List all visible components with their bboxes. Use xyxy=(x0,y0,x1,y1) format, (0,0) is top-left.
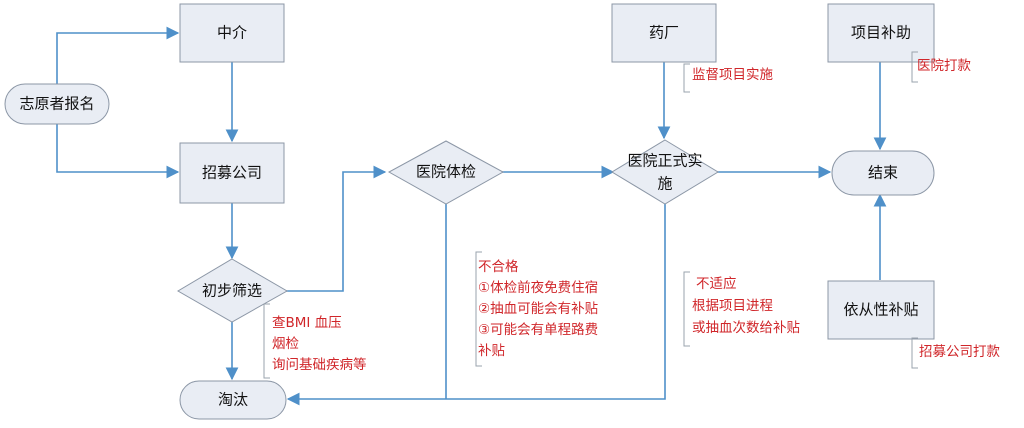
node-compliance-subsidy-label: 依从性补贴 xyxy=(843,301,918,319)
node-initial-screening[interactable]: 初步筛选 xyxy=(177,258,289,323)
node-agency-label: 中介 xyxy=(217,24,247,42)
node-pharma[interactable]: 药厂 xyxy=(611,3,717,63)
annotation-monitor-text: 监督项目实施 xyxy=(692,67,773,83)
annotation-recruiter-pay-text: 招募公司打款 xyxy=(919,343,1000,360)
node-recruitment-company[interactable]: 招募公司 xyxy=(179,142,285,204)
annotation-unqualified-line-5: 补贴 xyxy=(478,343,505,359)
edges xyxy=(56,26,887,406)
node-volunteer-signup[interactable]: 志原者报名 xyxy=(4,83,110,125)
annotation-screening-items: 查BMI 血压 烟检 询问基础疾病等 xyxy=(263,303,367,379)
annotation-screening-line-2: 烟检 xyxy=(272,336,299,352)
node-recruitment-company-label: 招募公司 xyxy=(202,164,262,182)
node-hospital-checkup[interactable]: 医院体检 xyxy=(387,140,505,205)
node-formal-implementation[interactable]: 医院正式实 施 xyxy=(611,139,719,205)
annotation-monitor: 监督项目实施 xyxy=(683,63,773,93)
node-end[interactable]: 结束 xyxy=(831,150,935,196)
node-formal-implementation-label-1: 医院正式实 xyxy=(627,152,702,170)
annotation-hospital-pay-text: 医院打款 xyxy=(917,57,971,74)
node-hospital-checkup-label: 医院体检 xyxy=(416,163,476,181)
node-eliminated[interactable]: 淘汰 xyxy=(179,380,287,420)
annotation-unqualified-line-1: 不合格 xyxy=(478,259,519,275)
annotation-unqualified-line-3: ②抽血可能会有补贴 xyxy=(478,301,598,317)
annotation-screening-line-3: 询问基础疾病等 xyxy=(272,356,367,373)
node-formal-implementation-label-2: 施 xyxy=(657,175,672,193)
annotation-unqualified-line-2: ①体检前夜免费住宿 xyxy=(478,279,598,296)
node-pharma-label: 药厂 xyxy=(649,24,679,42)
annotation-unsuited: 不适应 根据项目进程 或抽血次数给补贴 xyxy=(683,271,800,347)
annotation-unsuited-line-2: 根据项目进程 xyxy=(692,298,773,314)
node-initial-screening-label: 初步筛选 xyxy=(202,282,262,300)
annotation-unsuited-line-3: 或抽血次数给补贴 xyxy=(692,320,800,336)
node-project-subsidy-label: 项目补助 xyxy=(851,24,911,42)
annotation-unqualified-line-4: ③可能会有单程路费 xyxy=(478,322,598,338)
annotation-screening-line-1: 查BMI 血压 xyxy=(272,315,342,331)
node-volunteer-signup-label: 志原者报名 xyxy=(19,95,94,113)
node-agency[interactable]: 中介 xyxy=(179,3,285,63)
edge-volunteer-to-recruiter xyxy=(56,124,180,179)
annotation-hospital-pay: 医院打款 xyxy=(911,51,971,83)
node-compliance-subsidy[interactable]: 依从性补贴 xyxy=(827,280,935,340)
node-project-subsidy[interactable]: 项目补助 xyxy=(827,3,935,63)
edge-volunteer-to-agency xyxy=(56,26,180,84)
node-eliminated-label: 淘汰 xyxy=(218,391,248,409)
edge-screening-to-checkup xyxy=(286,165,387,292)
annotation-unqualified: 不合格 ①体检前夜免费住宿 ②抽血可能会有补贴 ③可能会有单程路费 补贴 xyxy=(475,251,598,367)
node-end-label: 结束 xyxy=(868,164,898,182)
annotation-unsuited-line-1: 不适应 xyxy=(696,275,737,292)
edge-formal-to-eliminated xyxy=(286,203,666,406)
annotation-recruiter-pay: 招募公司打款 xyxy=(911,337,1000,369)
